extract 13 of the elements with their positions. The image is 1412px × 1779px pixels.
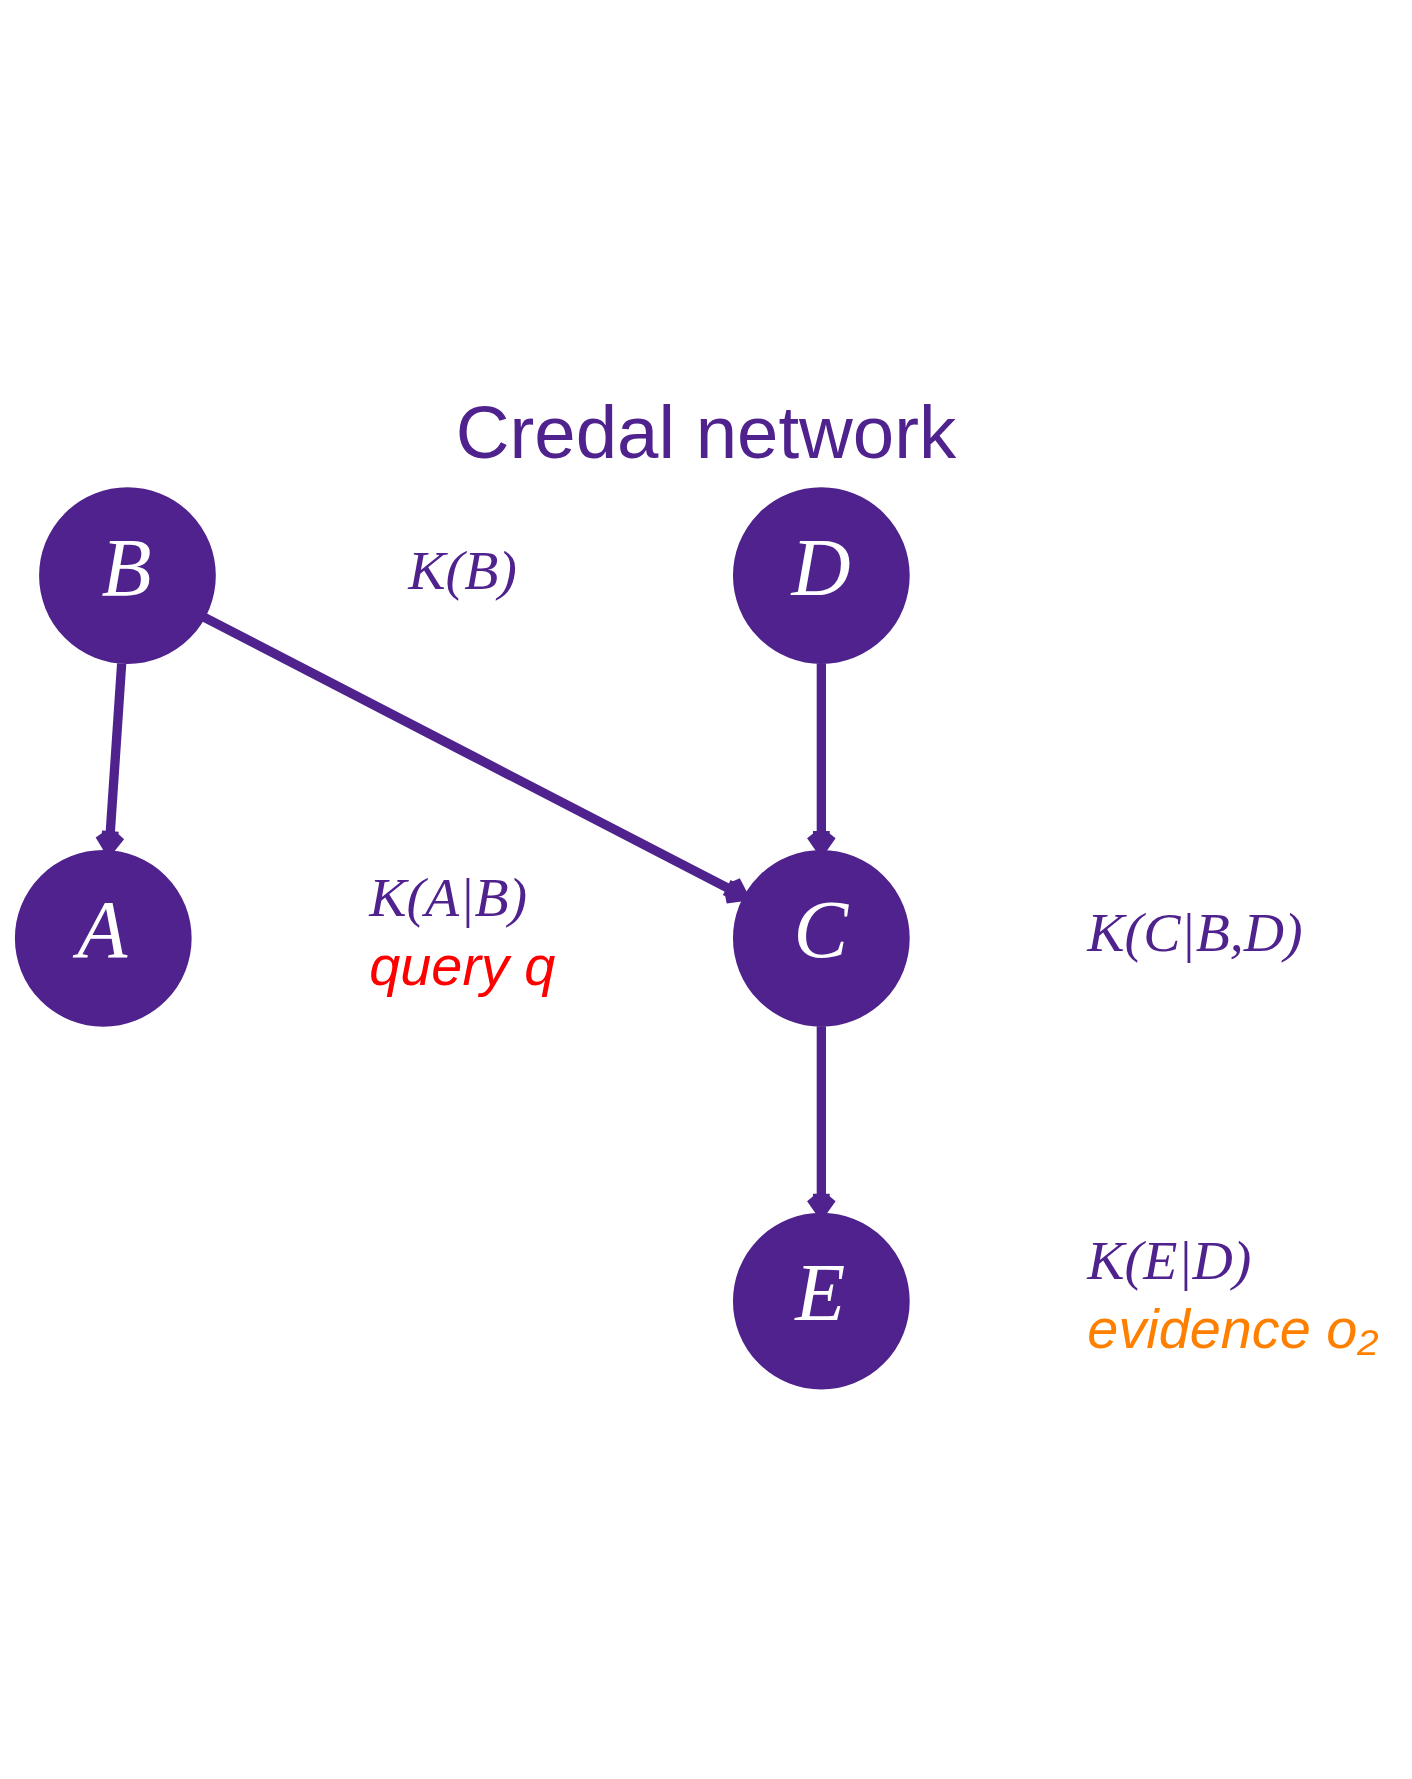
node-label: query q [369,933,556,997]
node-circle: D [732,486,910,664]
arrow [202,612,749,904]
node-label: K(B) [408,538,517,601]
node-label: K(A|B) [369,865,528,928]
node-circle: E [732,1212,910,1389]
node-circle: A [14,849,192,1027]
node-label: K(E|D) [1087,1228,1252,1291]
node-circle: B [39,486,216,664]
diagram-title: Credal network [455,390,957,474]
node-label: K(C|B,D) [1087,900,1303,963]
node-label: evidence o₂ [1087,1296,1379,1360]
node-circle: C [732,849,910,1027]
